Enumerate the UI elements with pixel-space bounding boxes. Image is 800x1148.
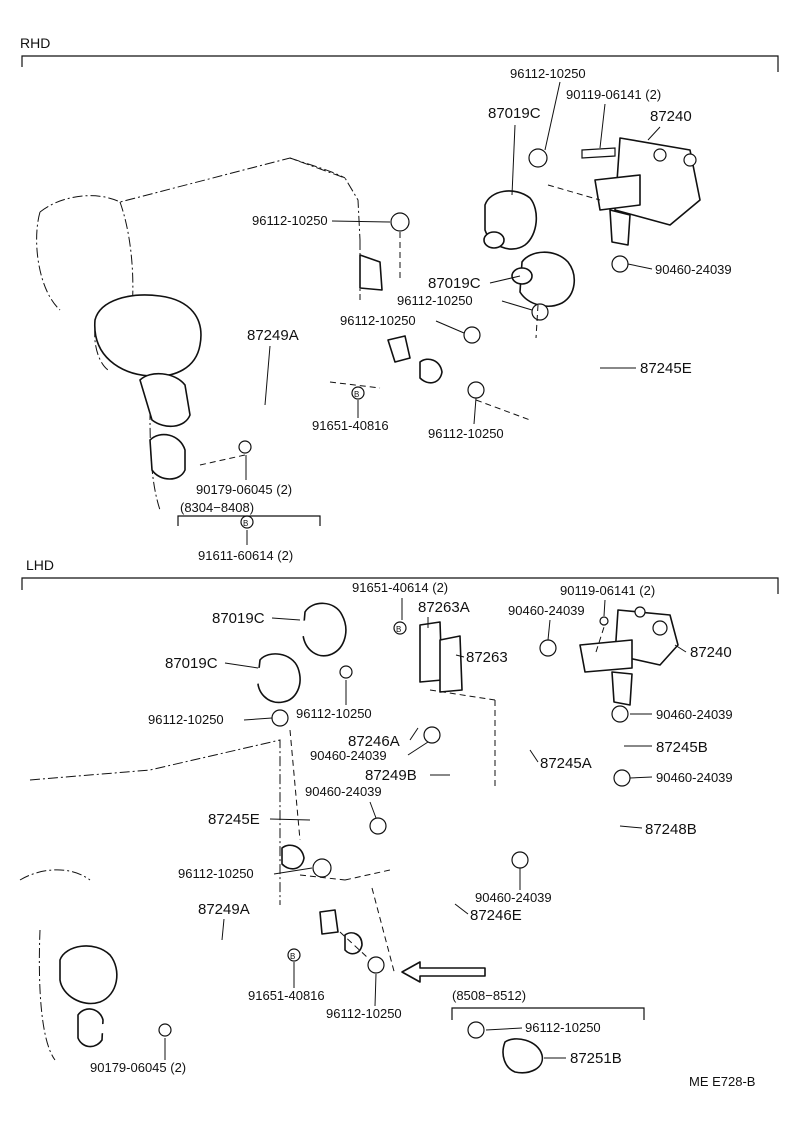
label-96112-10250: 96112-10250 bbox=[148, 712, 224, 727]
label-87245A: 87245A bbox=[540, 755, 592, 772]
label-96112-10250: 96112-10250 bbox=[252, 213, 328, 228]
lhd-87019C bbox=[232, 602, 347, 704]
lhd-manifold bbox=[59, 945, 118, 1048]
label-91651-40816: 91651-40816 bbox=[248, 988, 325, 1003]
label-90460-24039: 90460-24039 bbox=[655, 262, 732, 277]
rhd-valve-87240 bbox=[581, 137, 701, 246]
label-90179-06045: 90179-06045 (2) bbox=[196, 482, 292, 497]
label-87249B: 87249B bbox=[365, 767, 417, 784]
date-range: (8508−8512) bbox=[452, 988, 526, 1003]
lhd-dashed-leaders bbox=[289, 623, 606, 976]
diagram-code: ME E728-B bbox=[689, 1074, 755, 1089]
label-96112-10250: 96112-10250 bbox=[428, 426, 504, 441]
label-87245E: 87245E bbox=[640, 360, 692, 377]
rhd-pipe-87249A bbox=[149, 335, 443, 480]
label-96112-10250: 96112-10250 bbox=[340, 313, 416, 328]
label-87246A: 87246A bbox=[348, 733, 400, 750]
label-87251B: 87251B bbox=[570, 1050, 622, 1067]
label-87263A: 87263A bbox=[418, 599, 470, 616]
label-90460-24039: 90460-24039 bbox=[305, 784, 382, 799]
lhd-pipe-87249A bbox=[90, 909, 363, 1035]
rhd-section-title: RHD bbox=[20, 35, 50, 51]
rhd-clamps bbox=[238, 148, 629, 454]
label-87263: 87263 bbox=[466, 649, 508, 666]
rhd-section: RHD bbox=[20, 35, 779, 563]
lhd-valve-87240 bbox=[579, 606, 679, 706]
lhd-clamps bbox=[158, 616, 631, 1039]
lhd-section-title: LHD bbox=[26, 557, 54, 573]
label-87019C: 87019C bbox=[165, 655, 218, 672]
label-96112-10250: 96112-10250 bbox=[326, 1006, 402, 1021]
lhd-marker-b: B B bbox=[287, 621, 407, 962]
lhd-bracket-87263 bbox=[419, 621, 463, 693]
label-90460-24039: 90460-24039 bbox=[310, 748, 387, 763]
label-87249A: 87249A bbox=[247, 327, 299, 344]
lhd-section: LHD bbox=[19, 557, 779, 1089]
label-90179-06045: 90179-06045 (2) bbox=[90, 1060, 186, 1075]
label-96112-10250: 96112-10250 bbox=[525, 1020, 601, 1035]
label-90460-24039: 90460-24039 bbox=[508, 603, 585, 618]
label-90119-06141: 90119-06141 (2) bbox=[560, 583, 655, 598]
label-87246E: 87246E bbox=[470, 907, 522, 924]
label-90460-24039: 90460-24039 bbox=[656, 770, 733, 785]
label-87248B: 87248B bbox=[645, 821, 697, 838]
label-91611-60614: 91611-60614 (2) bbox=[198, 548, 293, 563]
label-87240: 87240 bbox=[690, 644, 732, 661]
rhd-marker-b: B B bbox=[240, 386, 365, 529]
svg-text:B: B bbox=[396, 625, 401, 634]
label-90119-06141: 90119-06141 (2) bbox=[566, 87, 661, 102]
label-91651-40816: 91651-40816 bbox=[312, 418, 389, 433]
rhd-hose-87019C-upper bbox=[420, 126, 538, 255]
lhd-bracket bbox=[21, 577, 779, 594]
date-range: (8304−8408) bbox=[180, 500, 254, 515]
lhd-labels: 91651-40614 (2) 90119-06141 (2) 87019C 8… bbox=[90, 580, 733, 1075]
lhd-hoses bbox=[302, 673, 625, 1074]
label-90460-24039: 90460-24039 bbox=[656, 707, 733, 722]
rhd-hose-87245E bbox=[490, 280, 618, 470]
label-87019C: 87019C bbox=[488, 105, 541, 122]
label-87245B: 87245B bbox=[656, 739, 708, 756]
rhd-dashed-leaders bbox=[199, 184, 601, 466]
svg-text:B: B bbox=[243, 519, 248, 528]
label-90460-24039: 90460-24039 bbox=[475, 890, 552, 905]
lhd-engine-outline bbox=[19, 739, 281, 1061]
label-87245E: 87245E bbox=[208, 811, 260, 828]
svg-text:B: B bbox=[290, 952, 295, 961]
svg-text:B: B bbox=[354, 390, 359, 399]
rhd-hose-87019C-lower bbox=[511, 251, 575, 307]
label-96112-10250: 96112-10250 bbox=[296, 706, 372, 721]
label-87240: 87240 bbox=[650, 108, 692, 125]
rhd-labels: 96112-10250 90119-06141 (2) 87019C 87240… bbox=[177, 66, 732, 563]
label-87019C: 87019C bbox=[428, 275, 481, 292]
label-96112-10250: 96112-10250 bbox=[178, 866, 254, 881]
label-87019C: 87019C bbox=[212, 610, 265, 627]
label-87249A: 87249A bbox=[198, 901, 250, 918]
label-91651-40614: 91651-40614 (2) bbox=[352, 580, 448, 595]
rhd-bracket bbox=[21, 55, 779, 72]
rhd-manifold bbox=[94, 294, 202, 428]
arrow-icon bbox=[401, 961, 486, 983]
label-96112-10250: 96112-10250 bbox=[397, 293, 473, 308]
label-96112-10250: 96112-10250 bbox=[510, 66, 586, 81]
